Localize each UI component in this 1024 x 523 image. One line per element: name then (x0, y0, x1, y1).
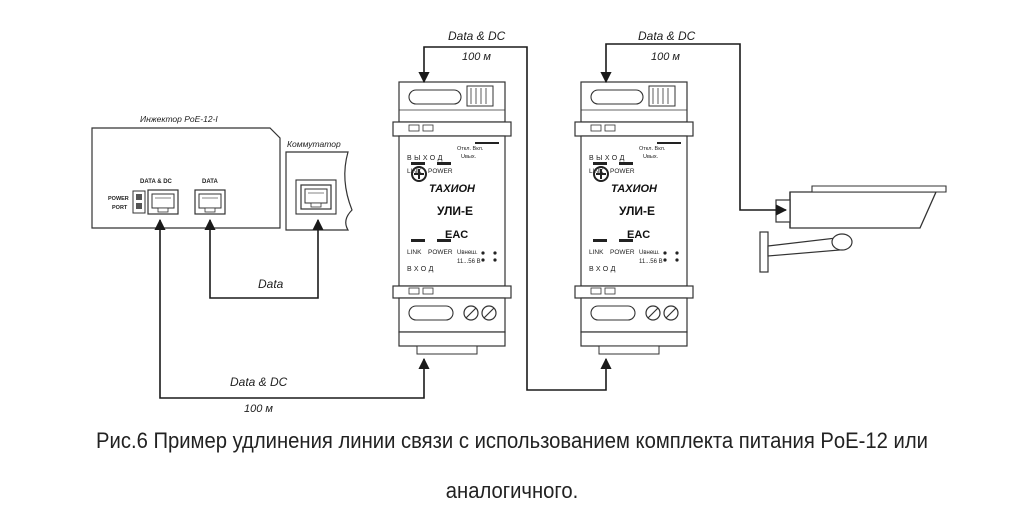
network-switch: Коммутатор (285, 139, 353, 231)
module1-off-on-label: Откл. Вкл. (457, 146, 484, 152)
switch-title: Коммутатор (287, 139, 341, 149)
module2-eac-mark: EAC (627, 229, 650, 241)
injector-power-label-2: PORT (112, 205, 128, 211)
connection-diagram: Инжектор PoE-12-I DATA & DC DATA POWER P… (91, 29, 947, 415)
camera-icon (759, 185, 947, 273)
module2-power-label-bottom: POWER (610, 249, 635, 256)
figure-caption-line-2: аналогичного. (445, 478, 579, 503)
module2-output-label: ВЫХОД (589, 155, 627, 162)
figure-caption-line-1: Рис.6 Пример удлинения линии связи с исп… (96, 428, 928, 453)
switch-port (300, 184, 332, 210)
wires (154, 43, 788, 399)
wire-length-top-right: 100 м (651, 51, 680, 63)
module1-link-label-top: LINK (407, 168, 422, 175)
module2-brand: ТАХИОН (611, 183, 658, 195)
injector-power-port (132, 190, 146, 214)
uli-e-module-2: ВЫХОД Откл. Вкл. Uвых. LINK POWER ТАХИОН… (574, 81, 694, 355)
injector-port-data-dc-label: DATA & DC (140, 179, 173, 185)
module1-range-label: 11...56 В (457, 259, 481, 265)
module1-link-label-bottom: LINK (407, 249, 422, 256)
wire-label-top-left: Data & DC (448, 29, 506, 43)
module2-link-label-top: LINK (589, 168, 604, 175)
wire-module1-to-module2 (418, 46, 612, 391)
module2-range-label: 11...56 В (639, 259, 663, 265)
module2-uout-label: Uвых. (643, 154, 659, 160)
module2-link-label-bottom: LINK (589, 249, 604, 256)
module1-power-label-top: POWER (428, 168, 453, 175)
wire-label-bottom: Data & DC (230, 375, 288, 389)
module2-uext-label: Uвнеш. (639, 250, 660, 256)
wire-injector-to-switch (204, 218, 324, 299)
wire-label-data: Data (258, 277, 284, 291)
injector-data-dc-port (147, 189, 179, 215)
module1-eac-mark: EAC (445, 229, 468, 241)
module1-power-label-bottom: POWER (428, 249, 453, 256)
injector-title: Инжектор PoE-12-I (140, 114, 218, 124)
module2-input-label: ВХОД (589, 266, 618, 273)
wire-module2-to-camera (600, 43, 788, 216)
wire-length-top-left: 100 м (462, 51, 491, 63)
uli-e-module-1: ВЫХОД Откл. Вкл. Uвых. LINK POWER ТАХИОН… (392, 81, 512, 355)
module1-uext-label: Uвнеш. (457, 250, 478, 256)
poe-injector: Инжектор PoE-12-I DATA & DC DATA POWER P… (91, 114, 281, 229)
wire-injector-to-module1 (154, 218, 430, 399)
module1-input-label: ВХОД (407, 266, 436, 273)
injector-data-port (194, 189, 226, 215)
module1-brand: ТАХИОН (429, 183, 476, 195)
module1-model: УЛИ-Е (437, 204, 473, 218)
injector-port-data-label: DATA (202, 179, 218, 185)
wire-length-bottom: 100 м (244, 403, 273, 415)
wire-label-top-right: Data & DC (638, 29, 696, 43)
module2-off-on-label: Откл. Вкл. (639, 146, 666, 152)
module2-model: УЛИ-Е (619, 204, 655, 218)
module1-uout-label: Uвых. (461, 154, 477, 160)
injector-power-label-1: POWER (108, 196, 129, 202)
module1-output-label: ВЫХОД (407, 155, 445, 162)
module2-power-label-top: POWER (610, 168, 635, 175)
